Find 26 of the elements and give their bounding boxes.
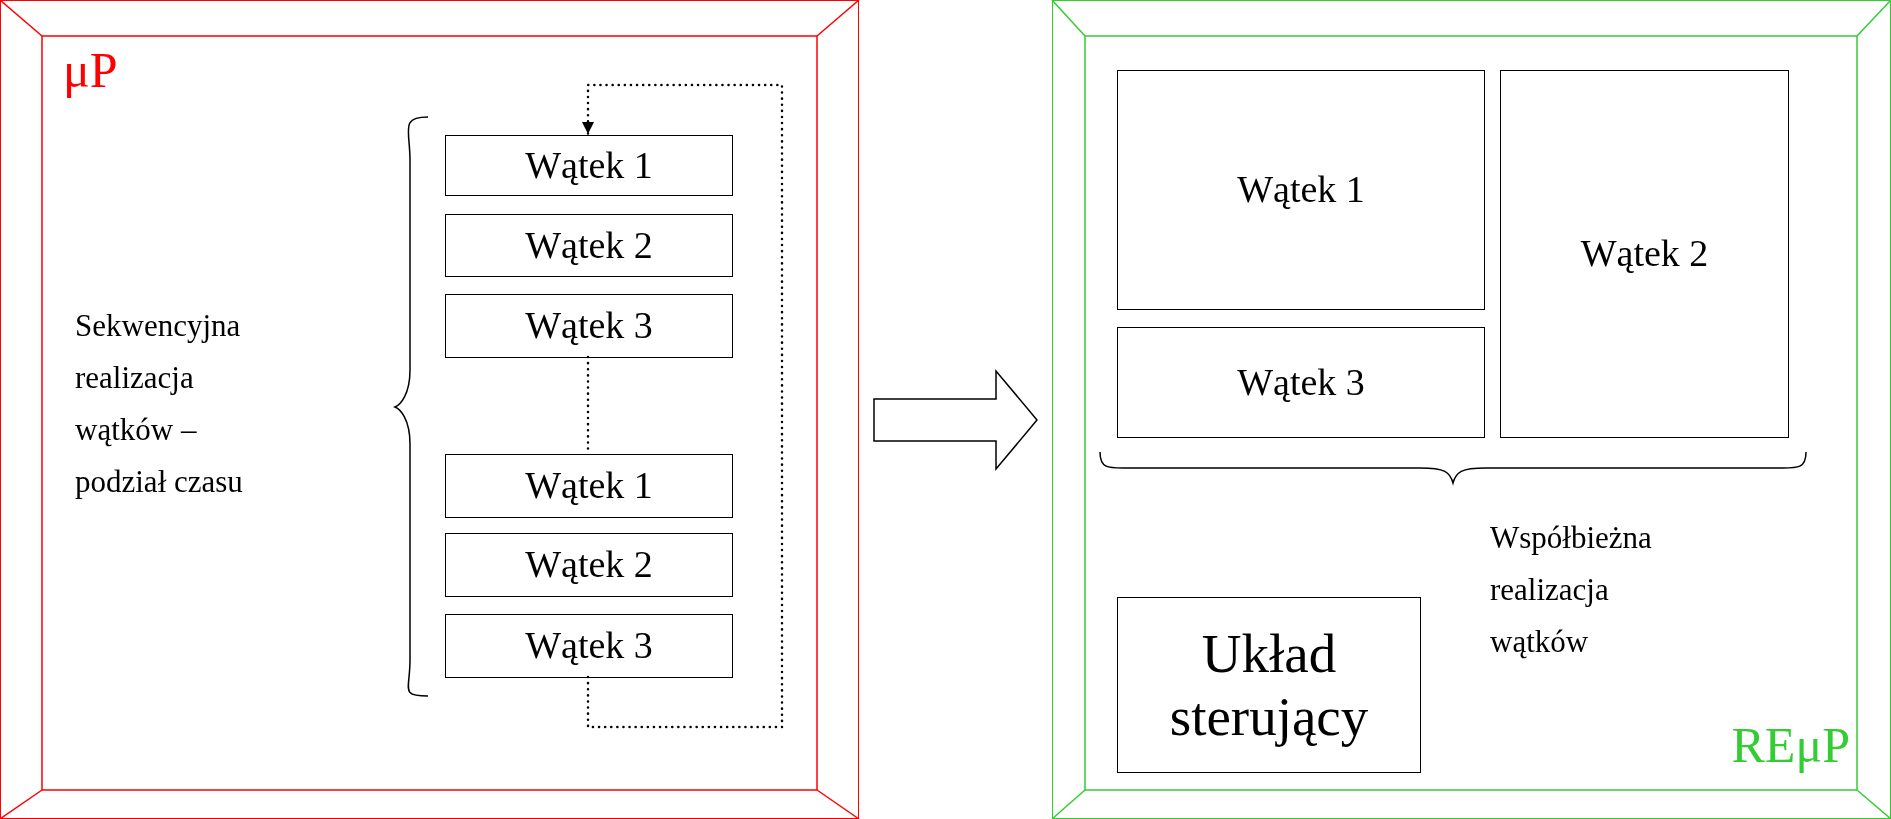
thread-box	[1117, 327, 1485, 438]
beveled-frame	[1052, 0, 1891, 819]
dotted-arrow	[582, 83, 784, 729]
box-label: Wątek 3	[525, 304, 653, 348]
thread-box	[445, 614, 733, 678]
beveled-frame	[0, 0, 859, 819]
note-text: Sekwencyjna realizacja wątków – podział czasu	[75, 307, 244, 501]
box-label: Wątek 3	[525, 624, 653, 668]
block-arrow	[873, 368, 1038, 472]
box-label: Wątek 2	[525, 223, 653, 268]
thread-box	[445, 135, 733, 196]
thread-box	[1500, 70, 1789, 438]
note-text: Współbieżna realizacja wątków	[1490, 519, 1653, 661]
box-label: Wątek 3	[1237, 360, 1365, 405]
box-label: Wątek 2	[1580, 232, 1709, 276]
thread-box	[445, 214, 733, 277]
box-label: Wątek 2	[525, 543, 653, 587]
box-label: Wątek 1	[525, 143, 653, 188]
thread-box	[445, 454, 733, 518]
box-label: Wątek 1	[525, 464, 653, 508]
box-label: Wątek 1	[1237, 168, 1365, 212]
control-unit-box	[1117, 597, 1421, 773]
thread-box	[445, 294, 733, 358]
thread-box	[1117, 70, 1485, 310]
box-label: Układ sterujący	[1168, 621, 1370, 749]
thread-box	[445, 533, 733, 597]
